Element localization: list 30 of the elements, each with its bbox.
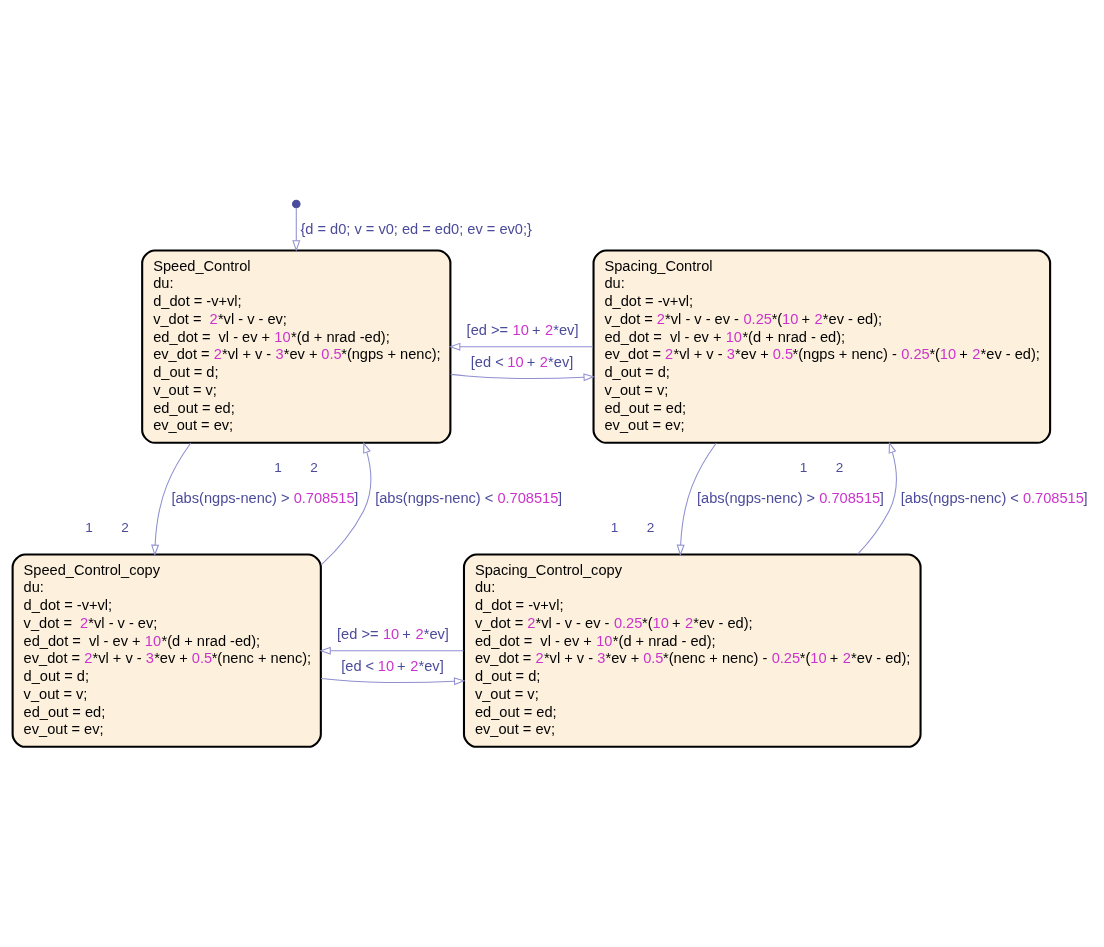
node-box: Speed_Control_copy du: d_dot = -v+vl; v_dot = 2*vl - v - ev; ed_dot = vl - ev + 10*(d + nrad -ed); ev_dot = 2*vl + v - 3*ev + 0.5*(nenc + nenc); d_out = d; v_out = v; ed_out = ed; ev_out = ev;: [11, 553, 322, 748]
edge-label: [ed >= 10 + 2*ev]: [466, 321, 579, 338]
node-box: Spacing_Control_copy du: d_dot = -v+vl; v_dot = 2*vl - v - ev - 0.25*(10 + 2*ev - ed); ed_dot = vl - ev + 10*(d + nrad - ed); ev_dot = 2*vl + v - 3*ev + 0.5*(nenc + nenc) - 0.25*(10 + 2*ev - ed); d_out = d; v_out = v; ed_out = ed; ev_out = ev;: [462, 553, 922, 748]
arrow: [151, 442, 192, 557]
label: 1: [274, 460, 282, 476]
node-box: Speed_Control du: d_dot = -v+vl; v_dot = 2*vl - v - ev; ed_dot = vl - ev + 10*(d + nrad -ed); ev_dot = 2*vl + v - 3*ev + 0.5*(ngps + nenc); d_out = d; v_out = v; ed_out = ed; ev_out = ev;: [141, 249, 452, 444]
edge-label: [abs(ngps-nenc) < 0.708515]: [900, 490, 1088, 507]
node-box: Spacing_Control du: d_dot = -v+vl; v_dot = 2*vl - v - ev - 0.25*(10 + 2*ev - ed); ed_dot = vl - ev + 10*(d + nrad - ed); ev_dot = 2*vl + v - 3*ev + 0.5*(ngps + nenc) - 0.25*(10 + 2*ev - ed); d_out = d; v_out = v; ed_out = ed; ev_out = ev;: [592, 249, 1052, 444]
arrow: [676, 442, 717, 557]
arrow: [319, 646, 464, 655]
arrow: [320, 441, 372, 566]
label: 2: [310, 460, 318, 476]
label: 1: [85, 520, 93, 536]
edge-label: [ed < 10 + 2*ev]: [470, 354, 574, 371]
label: 2: [646, 520, 655, 536]
arrow: [450, 373, 596, 382]
label: 1: [799, 460, 808, 476]
edge-label: {d = d0; v = v0; ed = ed0; ev = ev0;}: [300, 220, 532, 237]
label: 1: [610, 520, 619, 536]
edge-label: [ed >= 10 + 2*ev]: [337, 625, 449, 642]
arrow: [320, 677, 466, 686]
edge-label: [abs(ngps-nenc) > 0.708515]: [171, 490, 359, 507]
edge-label: [abs(ngps-nenc) < 0.708515]: [375, 490, 563, 507]
edge-label: [ed < 10 + 2*ev]: [341, 658, 444, 675]
edge-label: [abs(ngps-nenc) > 0.708515]: [696, 490, 884, 507]
arrow: [292, 207, 301, 252]
arrow: [857, 441, 897, 555]
label: 2: [835, 460, 844, 476]
label: 2: [121, 520, 129, 536]
arrow: [448, 342, 594, 351]
